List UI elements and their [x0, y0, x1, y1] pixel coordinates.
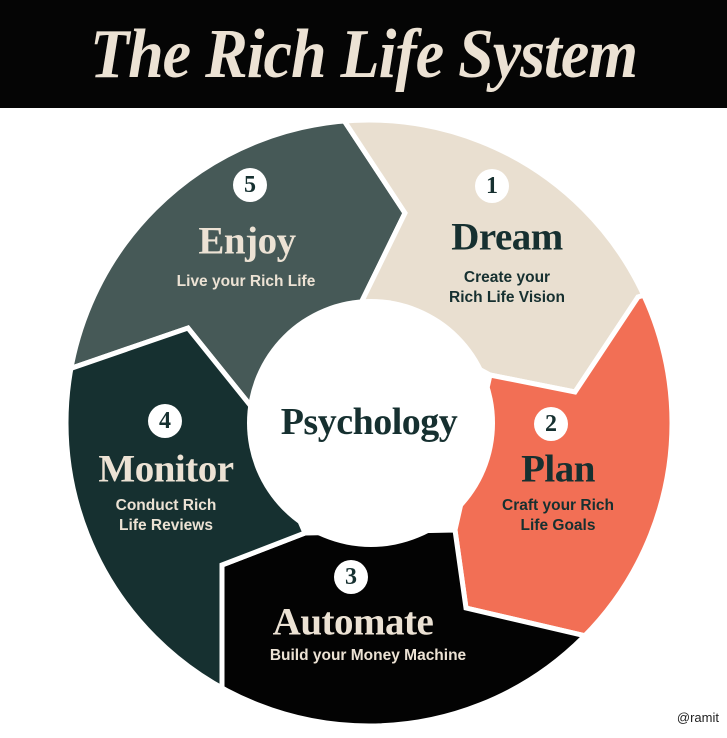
- author-credit: @ramit: [676, 710, 719, 725]
- step-title-dream: Dream: [451, 215, 563, 259]
- subtitle-line: Create your: [463, 269, 551, 286]
- subtitle-line: Life Reviews: [119, 517, 213, 534]
- outer-ring-edge: [67, 121, 671, 725]
- subtitle-line: Conduct Rich: [115, 497, 217, 514]
- page-title: The Rich Life System: [89, 14, 638, 93]
- subtitle-line: Life Goals: [520, 517, 596, 534]
- step-number-badge: 2: [534, 407, 568, 441]
- subtitle-line: Craft your Rich: [502, 497, 614, 514]
- center-circle: [247, 299, 495, 547]
- step-title-automate: Automate: [272, 600, 434, 644]
- subtitle-line: Build your Money Machine: [269, 647, 467, 664]
- step-subtitle-monitor: Conduct Rich Life Reviews: [116, 496, 217, 536]
- header-banner: The Rich Life System: [0, 0, 727, 108]
- step-subtitle-dream: Create your Rich Life Vision: [449, 268, 565, 308]
- step-title-enjoy: Enjoy: [198, 219, 296, 263]
- step-number-badge: 1: [475, 169, 509, 203]
- step-title-plan: Plan: [521, 447, 595, 491]
- step-subtitle-automate: Build your Money Machine: [270, 646, 466, 666]
- step-number-badge: 3: [334, 560, 368, 594]
- subtitle-line: Live your Rich Life: [176, 273, 316, 290]
- step-title-monitor: Monitor: [98, 447, 234, 491]
- step-subtitle-enjoy: Live your Rich Life: [177, 272, 316, 292]
- step-number-badge: 4: [148, 404, 182, 438]
- step-number-badge: 5: [233, 168, 267, 202]
- center-label: Psychology: [280, 401, 458, 443]
- subtitle-line: Rich Life Vision: [449, 289, 565, 306]
- step-subtitle-plan: Craft your Rich Life Goals: [502, 496, 614, 536]
